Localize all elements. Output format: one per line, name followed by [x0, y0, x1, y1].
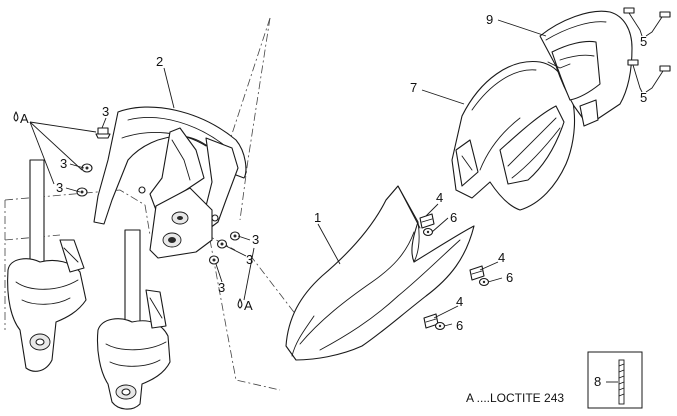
screw-3-right-b — [216, 239, 228, 249]
loctite-legend: A ....LOCTITE 243 — [466, 391, 564, 405]
callout-6-c: 6 — [456, 318, 463, 333]
screw-5-d — [651, 65, 671, 89]
callout-3-low: 3 — [56, 180, 63, 195]
fork-leg-right — [96, 229, 171, 410]
legend-frame — [587, 351, 643, 409]
callout-3-right-c: 3 — [218, 280, 225, 295]
part-2-front-fairing — [93, 106, 247, 259]
legend-box-part-8: 8 — [587, 351, 643, 409]
nut-6-c — [434, 321, 446, 331]
callout-7: 7 — [410, 80, 417, 95]
callout-4-b: 4 — [498, 250, 505, 265]
loctite-marker-bottom: A — [237, 298, 253, 313]
screw-3-right-c — [208, 255, 220, 265]
callout-1: 1 — [314, 210, 321, 225]
callout-3-top: 3 — [102, 104, 109, 119]
part-1-front-mudguard — [285, 185, 475, 361]
fork-leg-left — [7, 159, 87, 372]
callout-3-right-a: 3 — [252, 232, 259, 247]
callout-8: 8 — [594, 374, 601, 389]
callout-3-mid: 3 — [60, 156, 67, 171]
drop-icon — [237, 298, 243, 309]
part-9-headlight-fairing — [539, 10, 633, 127]
clip-4-b — [469, 265, 485, 281]
screw-3-mid — [81, 163, 93, 173]
screw-5-a — [623, 7, 641, 31]
loctite-marker-top: A — [13, 111, 29, 126]
nut-6-b — [478, 277, 490, 287]
callout-a-top: A — [20, 111, 29, 126]
screws-3 — [76, 127, 241, 265]
callout-2: 2 — [156, 54, 163, 69]
screw-5-c — [627, 59, 641, 89]
callout-4-a: 4 — [436, 190, 443, 205]
callout-6-a: 6 — [450, 210, 457, 225]
callout-5-bottom: 5 — [640, 90, 647, 105]
screw-3-top — [95, 127, 111, 139]
callout-a-bottom: A — [244, 298, 253, 313]
callout-3-right-b: 3 — [246, 252, 253, 267]
clip-4-a — [419, 213, 435, 229]
callout-labels: 1 2 3 3 3 3 3 3 4 4 4 5 5 6 6 6 7 9 — [56, 12, 647, 333]
leader-lines — [29, 19, 653, 327]
screws-5 — [623, 7, 671, 89]
screw-3-right-a — [229, 231, 241, 241]
screw-3-low — [76, 187, 88, 197]
part-7-front-panel — [451, 60, 576, 211]
screw-5-b — [651, 11, 671, 33]
callout-5-top: 5 — [640, 34, 647, 49]
callout-4-c: 4 — [456, 294, 463, 309]
drop-icon — [13, 111, 19, 122]
nut-6-a — [422, 227, 434, 237]
callout-9: 9 — [486, 12, 493, 27]
callout-6-b: 6 — [506, 270, 513, 285]
